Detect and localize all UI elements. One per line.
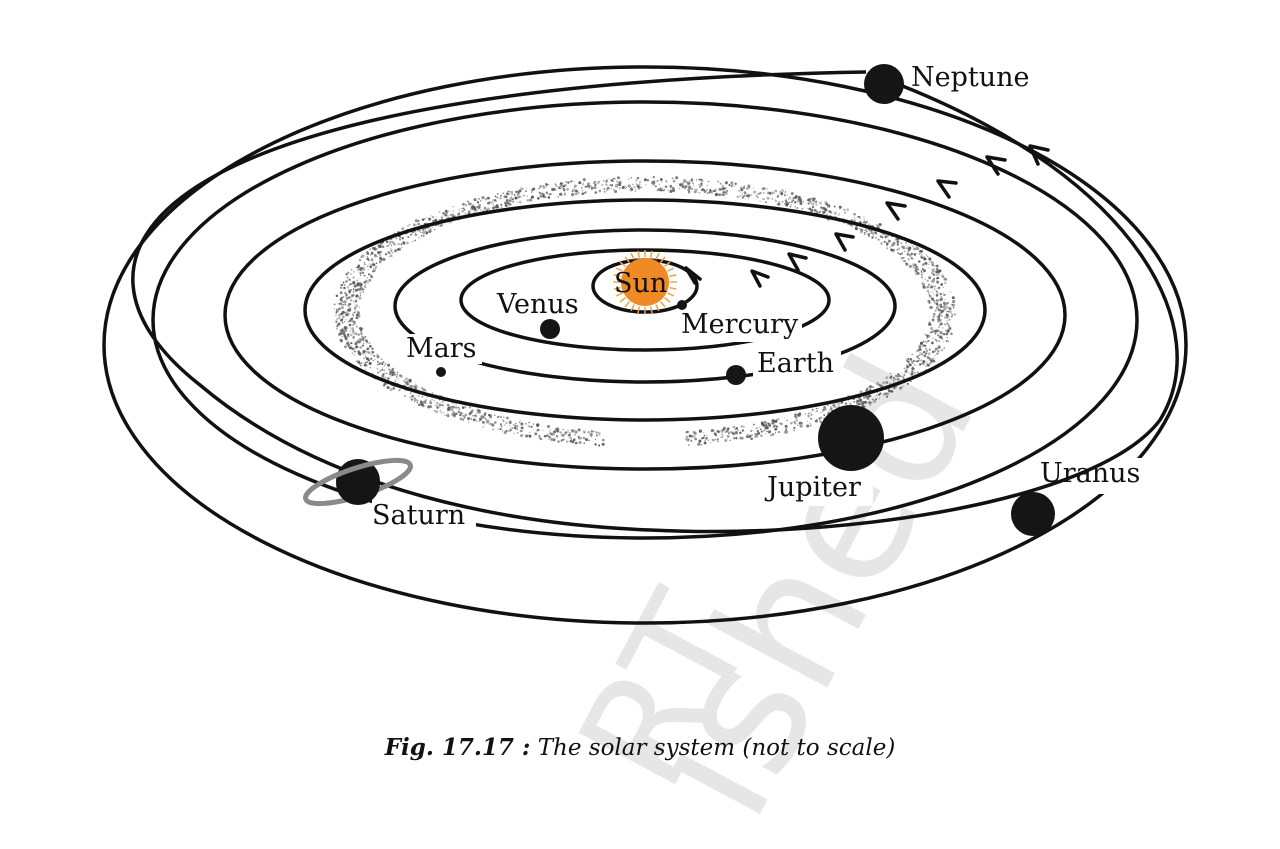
earth-planet — [726, 365, 746, 385]
arrow-icon — [985, 155, 1007, 176]
neptune-label: Neptune — [911, 62, 1030, 93]
earth-label: Earth — [757, 348, 834, 379]
neptune-orbit — [131, 70, 1179, 534]
jupiter-planet — [818, 405, 884, 471]
mercury-planet — [677, 300, 687, 310]
jupiter-label: Jupiter — [764, 472, 861, 503]
arrow-icon — [936, 179, 958, 199]
figure-number: Fig. 17.17 : — [384, 734, 531, 761]
arrow-icon — [787, 252, 808, 272]
figure-description: The solar system (not to scale) — [537, 735, 896, 761]
planet-labels: Sun Mercury Venus Earth Mars Jupiter Sat… — [372, 62, 1140, 531]
solar-system-diagram: Sun Mercury Venus Earth Mars Jupiter Sat… — [102, 62, 1188, 625]
mars-orbit — [303, 198, 987, 422]
mercury-label: Mercury — [681, 309, 799, 340]
label-masks — [372, 290, 1153, 531]
mars-planet — [436, 367, 446, 377]
sun-label: Sun — [614, 268, 667, 299]
arrow-icon — [885, 201, 907, 221]
arrow-icon — [750, 269, 770, 288]
uranus-orbit — [102, 65, 1188, 625]
jupiter-orbit — [223, 159, 1067, 471]
venus-label: Venus — [496, 289, 579, 320]
planets — [303, 64, 1055, 536]
saturn-planet — [303, 457, 413, 507]
mars-label: Mars — [406, 333, 477, 364]
sun-rays — [613, 250, 677, 314]
earth-orbit — [393, 228, 897, 384]
venus-planet — [540, 319, 560, 339]
sun-body — [621, 258, 669, 306]
arrow-icon — [684, 266, 702, 285]
orbits — [102, 65, 1188, 625]
saturn-label: Saturn — [372, 500, 465, 531]
arrow-icon — [834, 232, 855, 252]
uranus-label: Uranus — [1040, 458, 1140, 489]
orbit-direction-arrows — [684, 144, 1050, 288]
sun — [613, 250, 677, 314]
figure-caption: Fig. 17.17 : The solar system (not to sc… — [0, 734, 1280, 761]
uranus-planet — [1011, 492, 1055, 536]
neptune-planet — [864, 64, 904, 104]
saturn-orbit — [151, 100, 1139, 540]
arrow-icon — [1028, 144, 1050, 166]
